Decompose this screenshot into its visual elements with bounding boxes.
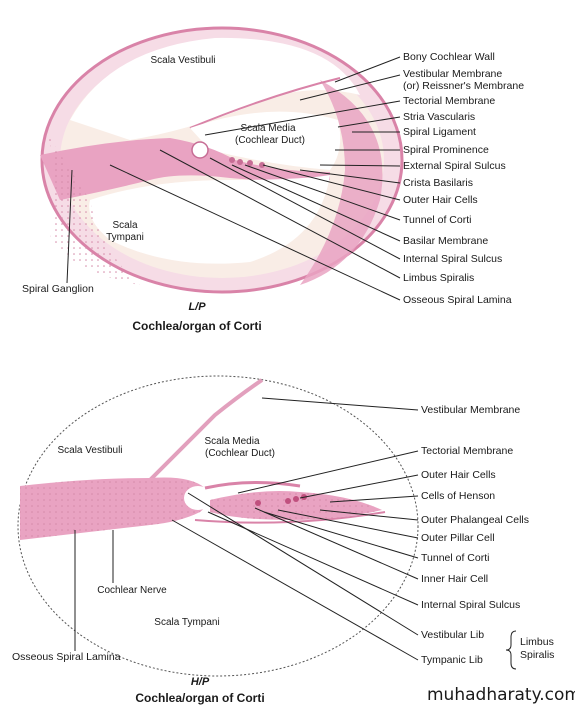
label-crista-basilaris: Crista Basilaris xyxy=(403,177,473,189)
hp-label-tectorial-membrane: Tectorial Membrane xyxy=(421,445,513,457)
hp-label-osseous-spiral-lamina: Osseous Spiral Lamina xyxy=(12,651,121,663)
label-cochlear-duct: (Cochlear Duct) xyxy=(235,135,305,146)
label-reissners-membrane: (or) Reissner's Membrane xyxy=(403,80,524,92)
fig2-title: Cochlea/organ of Corti xyxy=(135,691,264,705)
hp-label-internal-spiral-sulcus: Internal Spiral Sulcus xyxy=(421,599,520,611)
hp-internal-sulcus xyxy=(184,486,212,510)
scala-vestibuli-area xyxy=(70,37,360,140)
hp-label-scala-vestibuli: Scala Vestibuli xyxy=(57,445,122,456)
label-scala-media: Scala Media xyxy=(240,123,295,134)
hp-basilar-membrane xyxy=(194,511,386,524)
hp-label-cells-of-henson: Cells of Henson xyxy=(421,490,495,502)
label-vestibular-membrane: Vestibular Membrane xyxy=(403,68,502,80)
label-scala-tympani-1: Scala xyxy=(112,220,137,231)
label-limbus-spiralis: Limbus Spiralis xyxy=(403,272,474,284)
label-osseous-spiral-lamina: Osseous Spiral Lamina xyxy=(403,294,512,306)
hp-field-boundary xyxy=(17,375,419,677)
figure-lp-leaders xyxy=(66,56,401,301)
fig1-title: Cochlea/organ of Corti xyxy=(132,319,261,333)
hp-spiral-lamina-texture xyxy=(20,477,207,540)
label-stria-vascularis: Stria Vascularis xyxy=(403,111,475,123)
figure-lp xyxy=(40,26,404,294)
fig1-magnification: L/P xyxy=(188,301,206,313)
label-outer-hair-cells: Outer Hair Cells xyxy=(403,194,478,206)
figure-lp-labels: Bony Cochlear Wall Vestibular Membrane (… xyxy=(403,51,524,306)
hp-vestibular-membrane xyxy=(143,378,264,487)
label-limbus: Limbus xyxy=(520,636,554,648)
label-spiral-prominence: Spiral Prominence xyxy=(403,144,489,156)
hp-label-vestibular-lib: Vestibular Lib xyxy=(421,629,484,641)
figure-hp-inner-labels: Scala Vestibuli Scala Media (Cochlear Du… xyxy=(12,436,275,663)
limbus-bracket xyxy=(505,630,517,670)
hp-label-outer-phalangeal-cells: Outer Phalangeal Cells xyxy=(421,514,529,526)
hp-label-cochlear-nerve: Cochlear Nerve xyxy=(97,585,167,596)
label-tectorial-membrane: Tectorial Membrane xyxy=(403,95,495,107)
label-basilar-membrane: Basilar Membrane xyxy=(403,235,488,247)
hp-label-inner-hair-cell: Inner Hair Cell xyxy=(421,573,488,585)
osseous-spiral-lamina xyxy=(40,138,330,200)
figure-lp-inner-labels: Scala Vestibuli Scala Media (Cochlear Du… xyxy=(22,55,305,295)
hp-label-tunnel-of-corti: Tunnel of Corti xyxy=(421,552,489,564)
label-scala-tympani-2: Tympani xyxy=(106,232,144,243)
hp-label-tympanic-lib: Tympanic Lib xyxy=(421,654,483,666)
scala-tympani-area xyxy=(89,175,330,264)
label-external-spiral-sulcus: External Spiral Sulcus xyxy=(403,160,506,172)
label-bony-cochlear-wall: Bony Cochlear Wall xyxy=(403,51,495,63)
hp-tectorial-membrane xyxy=(204,480,301,490)
hp-label-outer-hair-cells: Outer Hair Cells xyxy=(421,469,496,481)
hp-label-cochlear-duct: (Cochlear Duct) xyxy=(205,448,275,459)
watermark: muhadharaty.com xyxy=(427,685,575,705)
label-spiral-ligament: Spiral Ligament xyxy=(403,126,476,138)
figure-hp-leaders xyxy=(74,397,419,661)
organ-of-corti-cells xyxy=(191,141,265,168)
hp-label-scala-media: Scala Media xyxy=(204,436,259,447)
label-spiral-ganglion: Spiral Ganglion xyxy=(22,283,94,295)
label-tunnel-of-corti: Tunnel of Corti xyxy=(403,214,471,226)
label-internal-spiral-sulcus: Internal Spiral Sulcus xyxy=(403,253,502,265)
scala-media-area xyxy=(190,111,341,170)
hp-label-vestibular-membrane: Vestibular Membrane xyxy=(421,404,520,416)
spiral-ligament xyxy=(300,80,383,285)
hp-label-outer-pillar-cell: Outer Pillar Cell xyxy=(421,532,495,544)
figure-hp-labels: Vestibular Membrane Tectorial Membrane O… xyxy=(421,404,554,670)
label-spiralis: Spiralis xyxy=(520,649,554,661)
fig2-magnification: H/P xyxy=(191,676,210,688)
label-scala-vestibuli: Scala Vestibuli xyxy=(150,55,215,66)
reissners-membrane xyxy=(189,77,341,129)
hp-label-scala-tympani: Scala Tympani xyxy=(154,617,219,628)
